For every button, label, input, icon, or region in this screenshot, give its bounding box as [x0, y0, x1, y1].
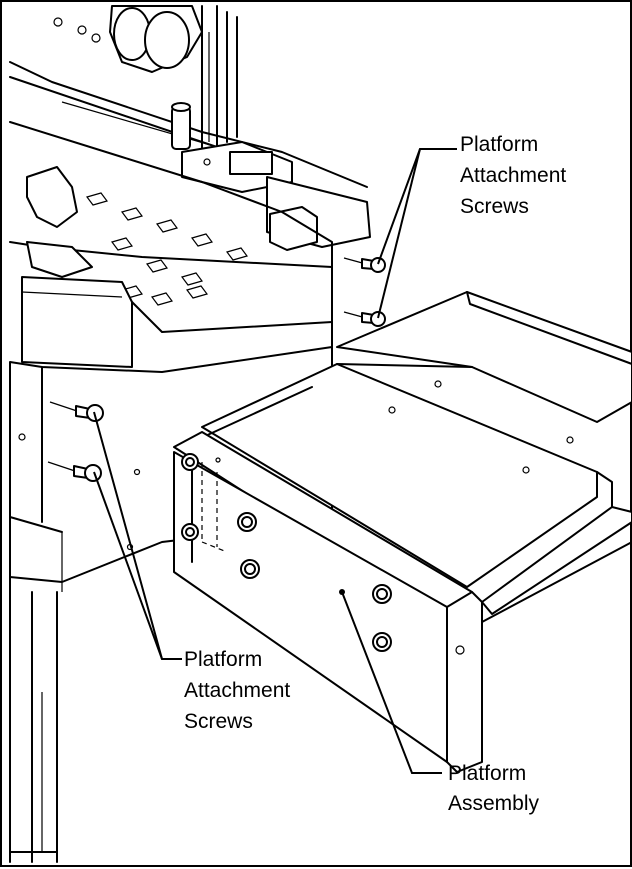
callout-assembly-line1: Platform [448, 762, 526, 785]
callout-bottom-screws-line3: Screws [184, 710, 253, 733]
callout-bottom-screws-line1: Platform [184, 648, 262, 671]
callout-bottom-screws-line2: Attachment [184, 679, 290, 702]
callout-top-screws-line3: Screws [460, 195, 529, 218]
callout-top-screws-line2: Attachment [460, 164, 566, 187]
callout-top-screws-line1: Platform [460, 133, 538, 156]
screws-upper [343, 257, 386, 327]
callout-assembly-line2: Assembly [448, 792, 540, 815]
leader-lines [93, 148, 457, 774]
